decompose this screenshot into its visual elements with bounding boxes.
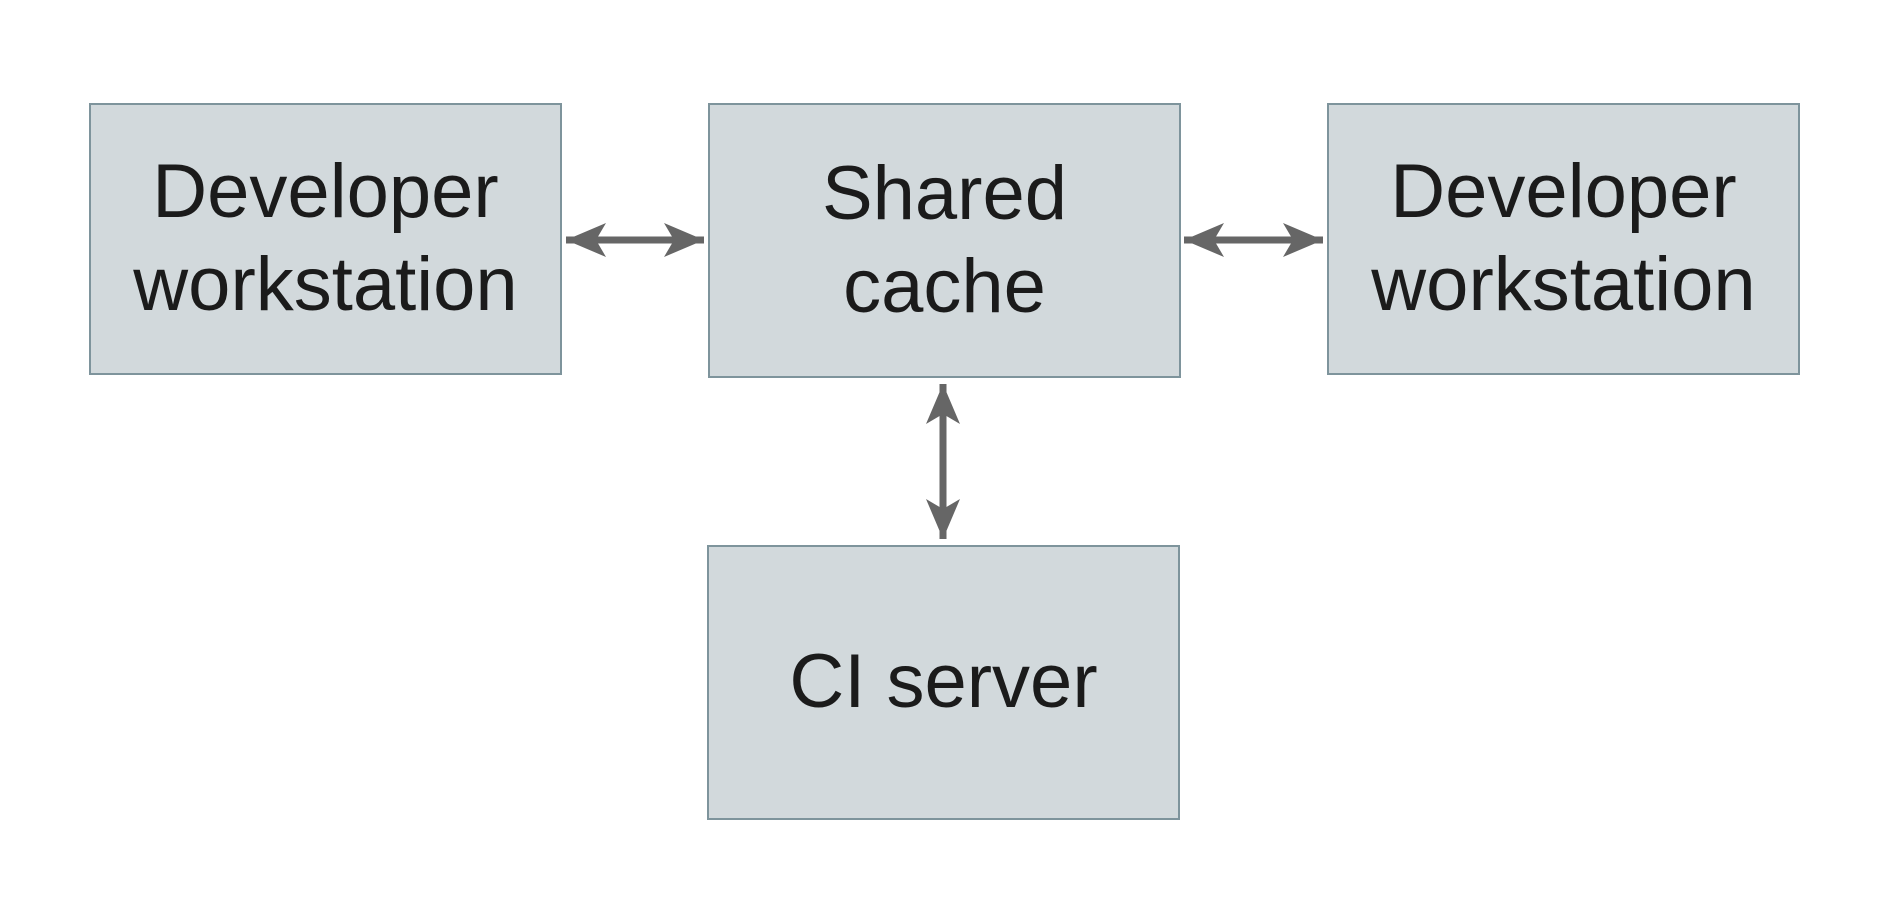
node-developer-workstation-left: Developer workstation [89, 103, 562, 375]
node-shared-cache: Shared cache [708, 103, 1181, 378]
node-label: CI server [789, 639, 1098, 725]
node-ci-server: CI server [707, 545, 1180, 820]
node-label: Developer workstation [1371, 149, 1756, 327]
node-developer-workstation-right: Developer workstation [1327, 103, 1800, 375]
node-label: Shared cache [821, 150, 1068, 329]
node-label: Developer workstation [133, 149, 518, 327]
